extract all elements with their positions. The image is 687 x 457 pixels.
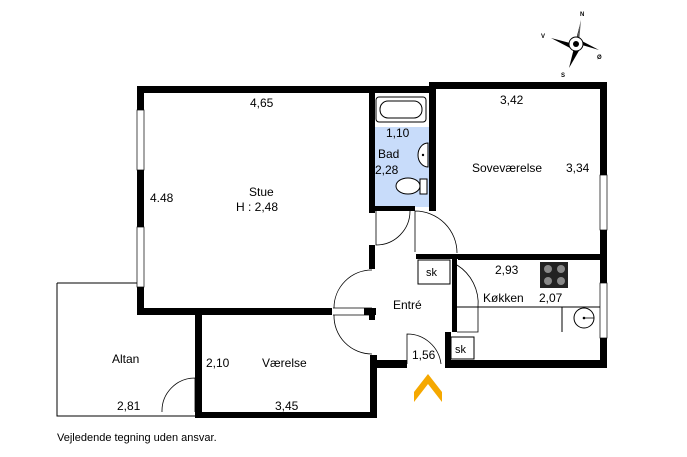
closet-label: sk (426, 267, 438, 279)
vaerelse-depth: 2,10 (206, 356, 230, 370)
compass-west: V (541, 34, 545, 40)
kokken-name: Køkken (483, 291, 524, 305)
closet-label: sk (455, 344, 467, 356)
entrance-arrow-icon (414, 374, 442, 402)
closet-box (417, 259, 451, 285)
toilet-icon (395, 177, 428, 195)
closet-box (450, 336, 475, 360)
stue-height: H : 2,48 (236, 200, 278, 214)
kitchen-counter (457, 306, 600, 332)
stue-depth: 4.48 (150, 191, 174, 205)
bathtub-icon (375, 96, 427, 123)
altan-width: 2,81 (117, 399, 141, 413)
stove-icon (540, 262, 568, 288)
sovevaerelse-name: Soveværelse (472, 161, 542, 175)
stue-width: 4,65 (250, 96, 274, 110)
bad-depth: 2,28 (375, 163, 399, 177)
balcony-outline (56, 282, 200, 417)
sovevaerelse-width: 3,42 (500, 93, 524, 107)
bad-name: Bad (378, 147, 399, 161)
altan-name: Altan (112, 352, 139, 366)
entre-width: 1,56 (412, 348, 436, 362)
stue-name: Stue (249, 185, 274, 199)
bad-width: 1,10 (386, 126, 410, 140)
compass-east: Ø (597, 55, 602, 61)
disclaimer: Vejledende tegning uden ansvar. (57, 432, 217, 444)
kokken-depth: 2,07 (539, 291, 563, 305)
compass-south: S (561, 73, 565, 79)
kitchen-sink-icon (573, 307, 595, 329)
sovevaerelse-depth: 3,34 (566, 161, 590, 175)
entre-name: Entré (393, 298, 422, 312)
vaerelse-width: 3,45 (275, 399, 299, 413)
sink-icon (417, 142, 429, 168)
compass-north: N (580, 12, 584, 18)
compass-rose-icon (551, 20, 599, 68)
kokken-width: 2,93 (495, 263, 519, 277)
windows (136, 109, 608, 339)
vaerelse-name: Værelse (262, 356, 307, 370)
